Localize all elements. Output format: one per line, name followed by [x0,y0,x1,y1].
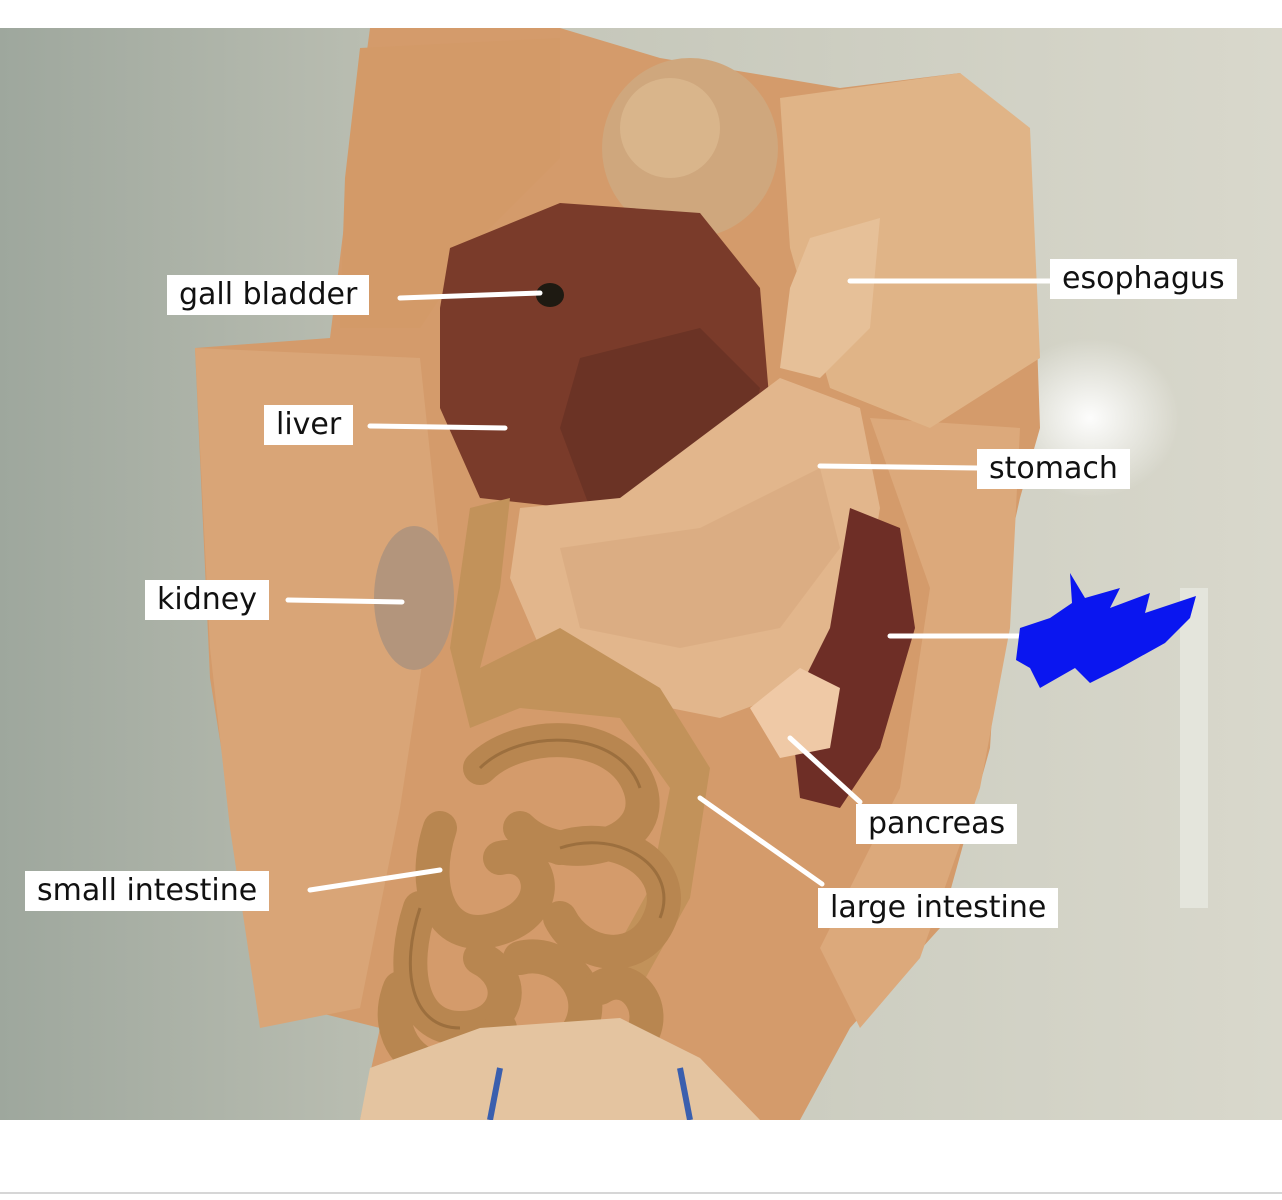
heart-highlight [620,78,720,178]
pointer-stomach [817,463,980,471]
esophagus [780,218,880,378]
large-intestine [450,498,710,988]
bottom-divider [0,1192,1282,1194]
blood-vessel-2 [677,1067,693,1120]
label-pancreas: pancreas [856,804,1018,844]
stomach-fold [560,468,840,648]
pelvic-region [360,1018,760,1120]
pointer-large-intestine [697,795,825,887]
label-small-intestine: small intestine [25,871,270,911]
pointer-pancreas [787,735,863,805]
pointer-liver [367,423,508,431]
tray-reflection [1180,588,1208,908]
label-liver: liver [264,405,354,445]
label-large-intestine: large intestine [818,888,1059,928]
pointer-kidney [285,597,405,605]
pointer-small-intestine [307,867,443,893]
pointer-gall-bladder [397,290,543,301]
redaction-scribble [1016,573,1196,688]
label-gall-bladder: gall bladder [167,275,370,315]
pancreas [750,668,840,758]
right-flap [820,418,1020,1028]
blood-vessel [487,1067,503,1120]
upper-left-flap [340,38,560,328]
label-stomach: stomach [977,449,1130,489]
label-esophagus: esophagus [1050,259,1237,299]
pointer-lines [285,278,1053,893]
dissection-photo [0,28,1282,1120]
kidney [374,526,454,670]
gall-bladder-spot [536,283,564,307]
left-flap [195,348,440,1028]
label-kidney: kidney [145,580,269,620]
